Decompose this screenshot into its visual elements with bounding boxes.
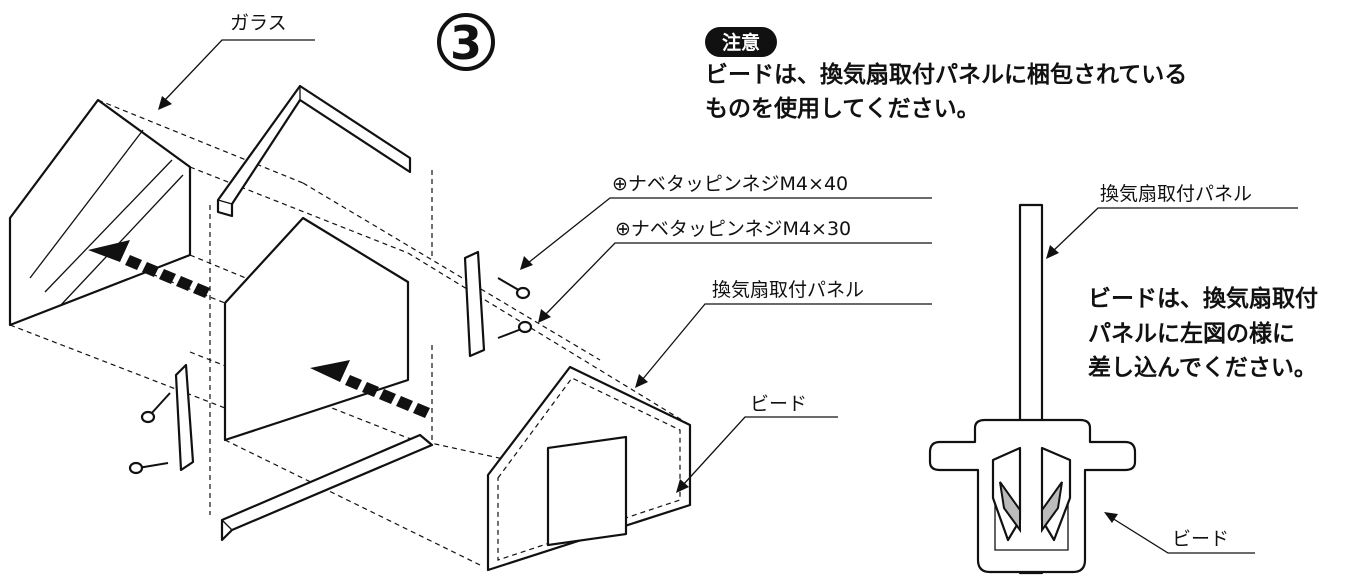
label-glass: ガラス [230,12,287,34]
bottom-frame-bar [220,433,434,542]
detail-instruction-line-2: パネルに左図の様に [1088,320,1295,347]
label-bead-main: ビード [750,393,807,415]
insert-arrow-tail-2 [345,375,430,418]
screw-left-bottom [128,461,169,475]
notice-badge-text: 注意 [722,31,760,54]
screw-left-top [140,392,171,424]
notice-badge [705,27,777,57]
label-fan-panel-detail: 換気扇取付パネル [1100,183,1252,205]
insert-arrow-head-2 [310,360,350,382]
label-fan-panel-main: 換気扇取付パネル [712,279,864,301]
screw-top-right [497,277,531,300]
right-vertical-strip [463,250,486,358]
detail-instruction-line-3: 差し込んでください。 [1088,354,1317,381]
callouts [158,39,1298,554]
step-number-badge: 3 [437,13,495,71]
fan-mounting-panel [486,365,692,572]
top-frame-piece [216,84,412,218]
label-bead-detail: ビード [1172,528,1229,550]
step-number: 3 [450,16,482,70]
detail-bead [928,418,1137,574]
insert-arrow-head [88,240,130,262]
notice-line-1: ビードは、換気扇取付パネルに梱包されている [705,61,1187,88]
left-vertical-strip [174,363,195,472]
label-screw-m4x40: ⊕ナベタッピンネジM4×40 [612,173,848,195]
insert-arrow-tail [125,255,210,298]
detail-cross-section [928,203,1137,575]
notice-line-2: ものを使用してください。 [705,96,980,122]
screw-mid-right [497,320,533,339]
notice-block: 注意 ビードは、換気扇取付パネルに梱包されている ものを使用してください。 [705,27,1187,122]
middle-pane [223,216,430,442]
detail-instruction-line-1: ビードは、換気扇取付 [1088,285,1318,312]
glass-pane [8,98,210,327]
label-screw-m4x30: ⊕ナベタッピンネジM4×30 [615,218,851,240]
